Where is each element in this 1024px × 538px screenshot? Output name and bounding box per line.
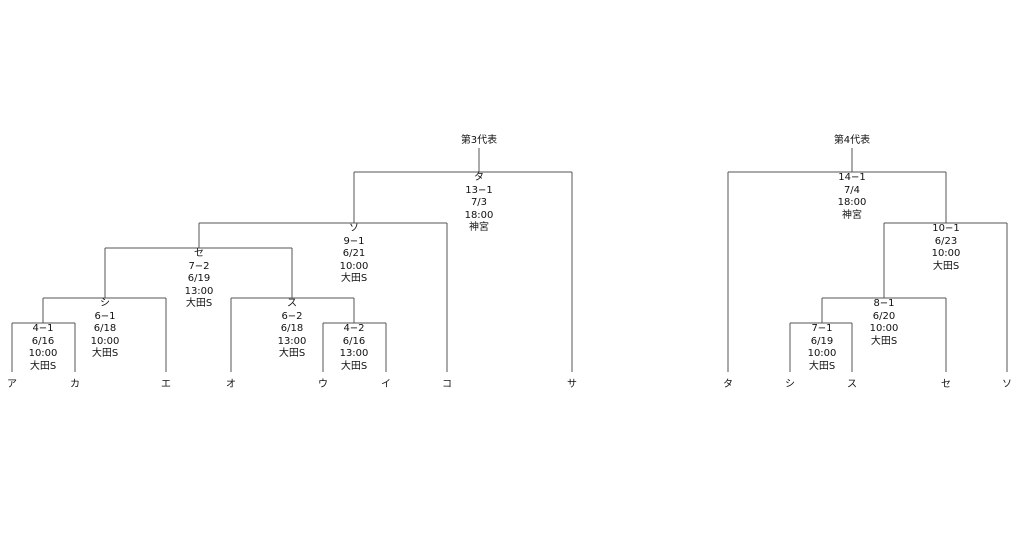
match-time: 13:00 xyxy=(277,335,307,347)
match-label: 7−1 6/19 10:00 大田S xyxy=(808,323,837,373)
match-id: 14−1 xyxy=(838,172,866,183)
match-date: 6/16 xyxy=(342,335,366,347)
match-id: 4−1 xyxy=(32,323,54,334)
match-label: 4−1 6/16 10:00 大田S xyxy=(29,323,58,373)
match-label: 8−1 6/20 10:00 大田S xyxy=(870,298,899,348)
match-time: 10:00 xyxy=(90,335,120,347)
match-venue: 大田S xyxy=(185,298,213,309)
match-time: 13:00 xyxy=(339,348,369,359)
team-name: コ xyxy=(442,379,452,390)
match-time: 10:00 xyxy=(28,348,58,359)
match-venue: 大田S xyxy=(932,260,960,272)
team-name: タ xyxy=(723,379,733,390)
team-name: カ xyxy=(70,379,80,390)
match-id: 10−1 xyxy=(932,223,960,234)
team-name: ア xyxy=(7,379,17,390)
match-label: 10−1 6/23 10:00 大田S xyxy=(932,223,961,273)
match-label: タ 13−1 7/3 18:00 神宮 xyxy=(465,172,494,235)
winner-name: セ xyxy=(193,248,204,259)
match-id: 8−1 xyxy=(873,298,895,309)
match-venue: 神宮 xyxy=(841,209,862,221)
team-name: オ xyxy=(226,379,236,390)
match-time: 13:00 xyxy=(184,285,214,297)
match-date: 6/18 xyxy=(280,323,304,334)
match-label: 14−1 7/4 18:00 神宮 xyxy=(838,172,867,222)
match-label: シ 6−1 6/18 10:00 大田S xyxy=(91,298,120,361)
match-label: ス 6−2 6/18 13:00 大田S xyxy=(278,298,307,361)
match-id: 6−2 xyxy=(281,310,303,322)
match-venue: 大田S xyxy=(340,360,368,372)
match-id: 7−1 xyxy=(811,323,833,334)
match-id: 6−1 xyxy=(94,310,116,322)
match-date: 6/18 xyxy=(93,323,117,334)
winner-name: ス xyxy=(286,298,297,309)
match-time: 18:00 xyxy=(837,197,867,208)
bracket4-title: 第4代表 xyxy=(833,135,871,146)
bracket4-lines xyxy=(727,148,1008,372)
match-date: 6/21 xyxy=(342,248,366,259)
winner-name: タ xyxy=(473,172,484,183)
team-name: エ xyxy=(161,379,171,390)
match-label: セ 7−2 6/19 13:00 大田S xyxy=(185,248,214,311)
winner-name: シ xyxy=(99,298,110,309)
match-id: 13−1 xyxy=(465,184,493,196)
match-label: ソ 9−1 6/21 10:00 大田S xyxy=(340,223,369,286)
match-venue: 大田S xyxy=(870,335,898,347)
match-venue: 大田S xyxy=(91,348,119,359)
match-time: 10:00 xyxy=(931,248,961,259)
match-venue: 大田S xyxy=(278,348,306,359)
match-date: 7/3 xyxy=(470,197,488,208)
match-venue: 大田S xyxy=(340,273,368,284)
match-venue: 神宮 xyxy=(468,222,489,233)
team-name: ソ xyxy=(1002,379,1012,390)
match-id: 4−2 xyxy=(343,323,365,334)
match-time: 10:00 xyxy=(807,348,837,359)
match-venue: 大田S xyxy=(808,360,836,372)
match-date: 6/19 xyxy=(187,273,211,284)
bracket3-title: 第3代表 xyxy=(460,135,498,146)
team-name: ス xyxy=(847,379,857,390)
team-name: イ xyxy=(381,379,391,390)
match-date: 6/23 xyxy=(934,235,958,247)
match-date: 6/16 xyxy=(31,335,55,347)
match-time: 10:00 xyxy=(869,323,899,334)
match-time: 18:00 xyxy=(464,209,494,221)
match-date: 7/4 xyxy=(843,184,861,196)
match-venue: 大田S xyxy=(29,360,57,372)
match-id: 9−1 xyxy=(343,235,365,247)
match-time: 10:00 xyxy=(339,260,369,272)
team-name: セ xyxy=(941,379,951,390)
team-name: シ xyxy=(785,379,795,390)
team-name: サ xyxy=(567,379,577,390)
team-name: ウ xyxy=(318,379,328,390)
winner-name: ソ xyxy=(348,223,359,234)
match-date: 6/19 xyxy=(810,335,834,347)
bracket3-lines xyxy=(11,148,573,372)
match-id: 7−2 xyxy=(188,260,210,272)
match-label: 4−2 6/16 13:00 大田S xyxy=(340,323,369,373)
match-date: 6/20 xyxy=(872,310,896,322)
